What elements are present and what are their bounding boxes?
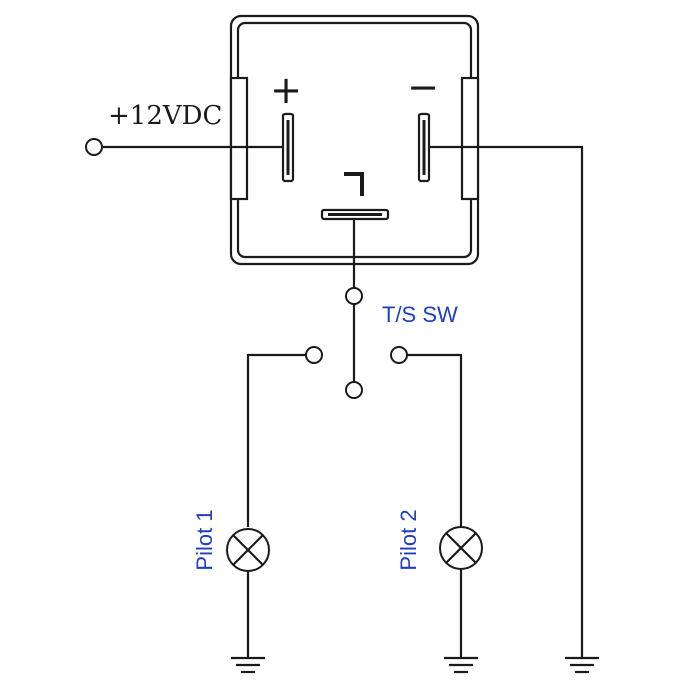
supply-voltage-label: +12VDC xyxy=(108,101,222,131)
ground-symbol-center xyxy=(444,656,478,674)
load-terminal-marker xyxy=(344,172,364,196)
pilot-1-branch: Pilot 1 xyxy=(192,353,306,674)
pilot-1-lamp-icon xyxy=(226,528,270,572)
negative-sign-label: − xyxy=(407,65,439,109)
switch-right-contact xyxy=(390,346,408,364)
pilot-1-wire-upper xyxy=(246,353,306,527)
supply-input: +12VDC xyxy=(85,101,283,156)
turn-signal-switch: T/S SW xyxy=(305,219,458,399)
ground-symbol-right xyxy=(565,656,599,674)
flasher-relay: + − xyxy=(229,14,480,266)
pilot-2-wire-upper xyxy=(407,353,463,527)
ground-symbol-left xyxy=(231,656,265,674)
switch-label: T/S SW xyxy=(382,302,458,327)
relay-left-tab xyxy=(229,76,249,201)
switch-pivot-terminal xyxy=(345,381,363,399)
switch-top-terminal xyxy=(345,287,363,305)
supply-terminal-circle xyxy=(85,138,103,156)
negative-return xyxy=(429,145,599,674)
pilot-2-lamp-icon xyxy=(439,526,483,570)
relay-right-tab xyxy=(460,76,480,201)
negative-wire xyxy=(429,145,584,658)
switch-left-contact xyxy=(305,346,323,364)
pilot-2-label: Pilot 2 xyxy=(396,509,421,570)
pilot-2-branch: Pilot 2 xyxy=(396,353,483,674)
pilot-1-label: Pilot 1 xyxy=(192,509,217,570)
positive-sign-label: + xyxy=(270,68,302,112)
